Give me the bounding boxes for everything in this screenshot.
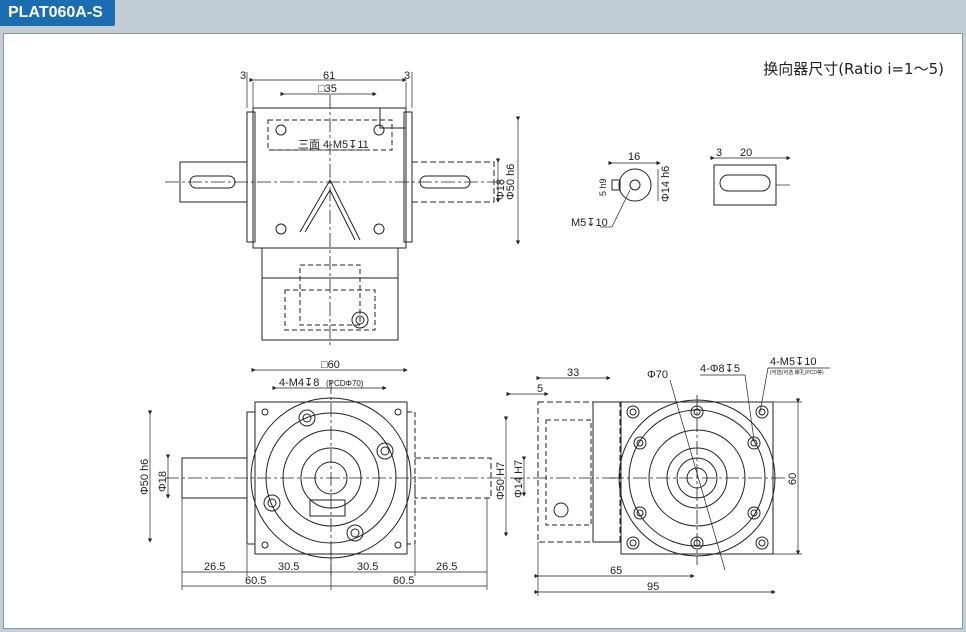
shaft-detail	[600, 160, 661, 228]
side-dim-pilot: Φ50 H7	[495, 462, 507, 500]
front-dim-left: 3	[240, 70, 246, 82]
bottom-dim-f: 60.5	[393, 575, 414, 587]
front-thread-note: 三面 4-M5↧11	[298, 139, 369, 151]
flange-counterbore: 4-Φ8↧5	[700, 363, 740, 375]
bottom-pcd: (PCDΦ70)	[326, 379, 364, 388]
drawing-panel	[3, 33, 963, 629]
key-dim-offset: 3	[716, 147, 722, 159]
side-dim-length-a: 65	[610, 565, 622, 577]
front-dim-width: 61	[323, 70, 335, 82]
front-view	[165, 72, 521, 345]
bottom-dim-shaft: Φ18	[157, 471, 169, 492]
flange-dim-height: 60	[787, 473, 799, 485]
side-dim-bore: Φ14 H7	[513, 460, 525, 498]
key-dim-length: 20	[740, 147, 752, 159]
front-dim-square: □35	[318, 83, 337, 95]
model-tab: PLAT060A-S	[0, 0, 115, 26]
bottom-dim-c: 30.5	[357, 561, 378, 573]
bottom-dim-square: □60	[321, 359, 340, 371]
flange-view	[610, 367, 830, 571]
bottom-dim-pilot: Φ50 h6	[139, 459, 151, 495]
bottom-dim-d: 26.5	[436, 561, 457, 573]
flange-dim-pcd: Φ70	[647, 369, 668, 381]
bottom-dim-e: 60.5	[245, 575, 266, 587]
side-dim-flange: 5	[537, 383, 543, 395]
front-dim-pilot: Φ50 h6	[505, 164, 517, 200]
flange-mount-thread-note: (可选)可选 螺孔(PCD等)	[770, 369, 824, 376]
shaft-dim-key-length: 16	[628, 151, 640, 163]
bottom-dim-b: 30.5	[278, 561, 299, 573]
ratio-caption: 换向器尺寸(Ratio i=1～5)	[763, 60, 944, 78]
front-dim-right: 3	[404, 70, 410, 82]
side-dim-top: 33	[567, 367, 579, 379]
shaft-center-thread: M5↧10	[571, 217, 608, 229]
flange-mount-thread: 4-M5↧10	[770, 356, 817, 368]
shaft-dim-key-width: 5 h9	[598, 178, 608, 196]
bottom-view	[147, 367, 505, 590]
front-dim-shaft: Φ18	[495, 179, 507, 200]
bottom-bolt-holes: 4-M4↧8	[279, 377, 319, 389]
shaft-dim-dia: Φ14 h6	[660, 166, 672, 202]
bottom-dim-a: 26.5	[204, 561, 225, 573]
side-dim-length-b: 95	[647, 581, 659, 593]
key-detail	[710, 155, 791, 206]
